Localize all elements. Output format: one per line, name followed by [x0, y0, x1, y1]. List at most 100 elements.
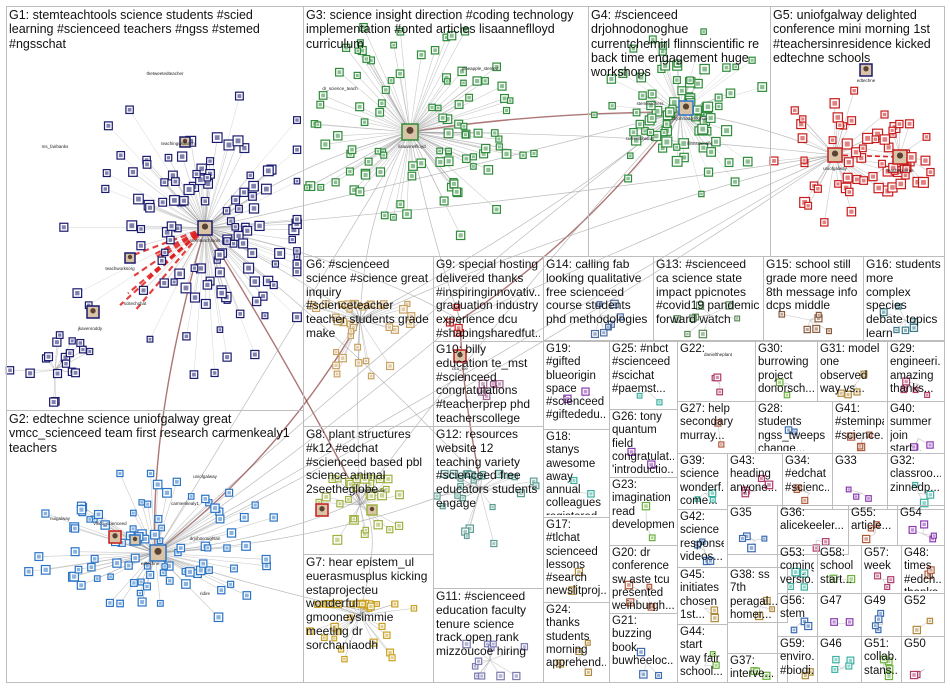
account-node-avatar	[348, 308, 351, 311]
connection-edge	[359, 315, 412, 321]
account-node-avatar	[660, 49, 665, 54]
account-node-avatar	[508, 99, 512, 102]
account-node-avatar	[397, 524, 401, 528]
account-node-avatar	[201, 561, 206, 566]
account-node-avatar	[368, 477, 372, 481]
account-node-avatar	[472, 479, 475, 482]
account-node-avatar	[806, 204, 810, 208]
account-node-avatar	[481, 382, 485, 386]
account-node-avatar	[162, 180, 167, 185]
account-node-avatar	[366, 159, 371, 164]
connection-edge	[338, 614, 361, 632]
account-node-avatar	[663, 63, 668, 68]
node-label: ms_fairbanks	[42, 144, 70, 149]
account-node-avatar	[824, 540, 828, 544]
connection-edge	[359, 614, 388, 636]
account-node-avatar	[176, 226, 180, 231]
account-node-avatar	[252, 279, 258, 284]
account-node-avatar	[172, 198, 177, 203]
account-node-avatar	[705, 104, 711, 110]
account-node-avatar	[691, 316, 695, 320]
account-node-avatar	[367, 482, 372, 486]
account-node-avatar	[849, 209, 854, 214]
account-node-avatar	[928, 170, 933, 174]
account-node-avatar	[229, 582, 233, 586]
account-node-avatar	[408, 321, 413, 326]
account-node-avatar	[240, 241, 246, 246]
connection-edge	[339, 71, 411, 133]
connection-edge	[479, 481, 534, 491]
account-node-avatar	[273, 262, 277, 266]
account-node-avatar	[514, 674, 519, 678]
account-node-avatar	[849, 577, 853, 581]
account-node-avatar	[649, 462, 654, 467]
account-node-avatar	[76, 568, 81, 572]
connection-edge	[679, 111, 730, 163]
account-node-avatar	[159, 258, 164, 263]
account-node-avatar	[386, 477, 391, 481]
node-label: carmenkealy1	[171, 501, 200, 506]
account-node-avatar	[149, 471, 153, 476]
group-box-g5	[770, 6, 945, 257]
account-node-avatar	[658, 401, 661, 404]
account-node-avatar	[227, 491, 231, 495]
account-node-avatar	[833, 667, 837, 671]
account-node-avatar	[718, 390, 722, 394]
account-node-avatar	[70, 339, 74, 343]
account-node-avatar	[890, 128, 894, 132]
account-node-avatar	[438, 159, 443, 165]
account-node-avatar	[192, 295, 198, 300]
connection-edge	[459, 111, 681, 321]
account-node-avatar	[218, 517, 222, 521]
account-node-avatar	[369, 494, 374, 498]
account-node-avatar	[334, 315, 338, 320]
account-node-avatar	[847, 190, 852, 194]
account-node-avatar	[334, 363, 338, 368]
account-node-avatar	[750, 58, 754, 62]
account-node-avatar	[891, 165, 896, 171]
account-node-avatar	[667, 109, 672, 115]
connection-edge	[366, 58, 411, 133]
account-node-avatar	[324, 302, 328, 306]
group-box-g14	[543, 256, 654, 341]
account-node-avatar	[847, 664, 851, 668]
account-node-avatar	[203, 301, 209, 307]
account-node-avatar	[212, 371, 217, 375]
account-node-avatar	[650, 92, 655, 96]
account-node-avatar	[203, 199, 207, 203]
connection-edge	[359, 319, 411, 324]
account-node-avatar	[447, 149, 450, 153]
connection-edge	[359, 603, 395, 616]
account-node-avatar	[382, 153, 386, 157]
account-node-avatar	[73, 370, 78, 375]
group-box-g32	[887, 453, 945, 510]
account-node-avatar	[572, 479, 576, 482]
connection-edge	[824, 154, 836, 223]
account-node-avatar	[885, 168, 891, 174]
account-node-avatar	[662, 131, 666, 135]
account-node-avatar	[459, 477, 462, 480]
account-node-avatar	[68, 351, 72, 355]
account-node-avatar	[203, 497, 208, 501]
account-node-avatar	[904, 379, 908, 384]
connection-edge	[409, 31, 466, 133]
account-node-avatar	[865, 135, 871, 141]
account-node-avatar	[702, 66, 707, 72]
account-node-avatar	[295, 217, 299, 222]
account-node-avatar	[356, 345, 360, 349]
account-node-avatar	[433, 48, 437, 53]
account-node-avatar	[444, 75, 449, 80]
node-label: ridire	[200, 591, 210, 596]
account-node-avatar	[295, 255, 299, 259]
account-node-avatar	[28, 371, 33, 376]
account-node-avatar	[657, 674, 661, 677]
account-node-avatar	[371, 640, 376, 645]
connection-edge	[186, 227, 206, 337]
connection-edge	[679, 111, 704, 148]
account-node-avatar	[376, 522, 381, 527]
account-node-avatar	[888, 667, 892, 671]
account-node-avatar	[257, 223, 262, 229]
account-node-avatar	[772, 158, 776, 163]
account-node-avatar	[271, 283, 276, 287]
account-node-avatar	[141, 288, 146, 293]
